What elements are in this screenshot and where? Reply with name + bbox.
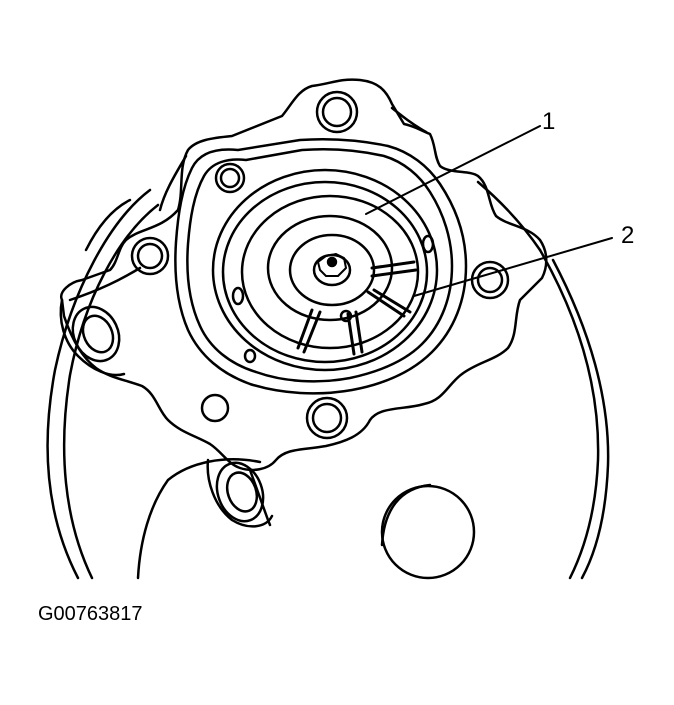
- callout-label-1: 1: [542, 108, 556, 135]
- bolt-holes: [132, 92, 508, 438]
- pump-flange-body: [61, 80, 546, 470]
- housing-lower-features: [138, 459, 474, 578]
- bolt-hole-bottom: [307, 398, 347, 438]
- gasket-frame: [175, 139, 466, 393]
- bolt-hole-left: [132, 238, 168, 274]
- figure-id-label: G00763817: [38, 603, 143, 625]
- rotor-assembly: [213, 170, 437, 370]
- rotor-plate: [268, 216, 392, 320]
- side-port-left: [61, 299, 128, 375]
- leader-lines: [366, 126, 612, 296]
- callout-label-2: 2: [621, 222, 635, 249]
- rotor-tabs: [233, 236, 433, 362]
- rotor-hub: [290, 235, 374, 305]
- bolt-hole-upper-left: [216, 164, 244, 192]
- leader-line-2: [414, 238, 612, 296]
- rotor-vanes: [298, 262, 416, 354]
- bolt-hole-right: [472, 262, 508, 298]
- bolt-hole-top: [317, 92, 357, 132]
- bolt-hole-lower-left: [202, 395, 228, 421]
- side-port-lower: [208, 456, 272, 527]
- leader-line-1: [366, 126, 540, 214]
